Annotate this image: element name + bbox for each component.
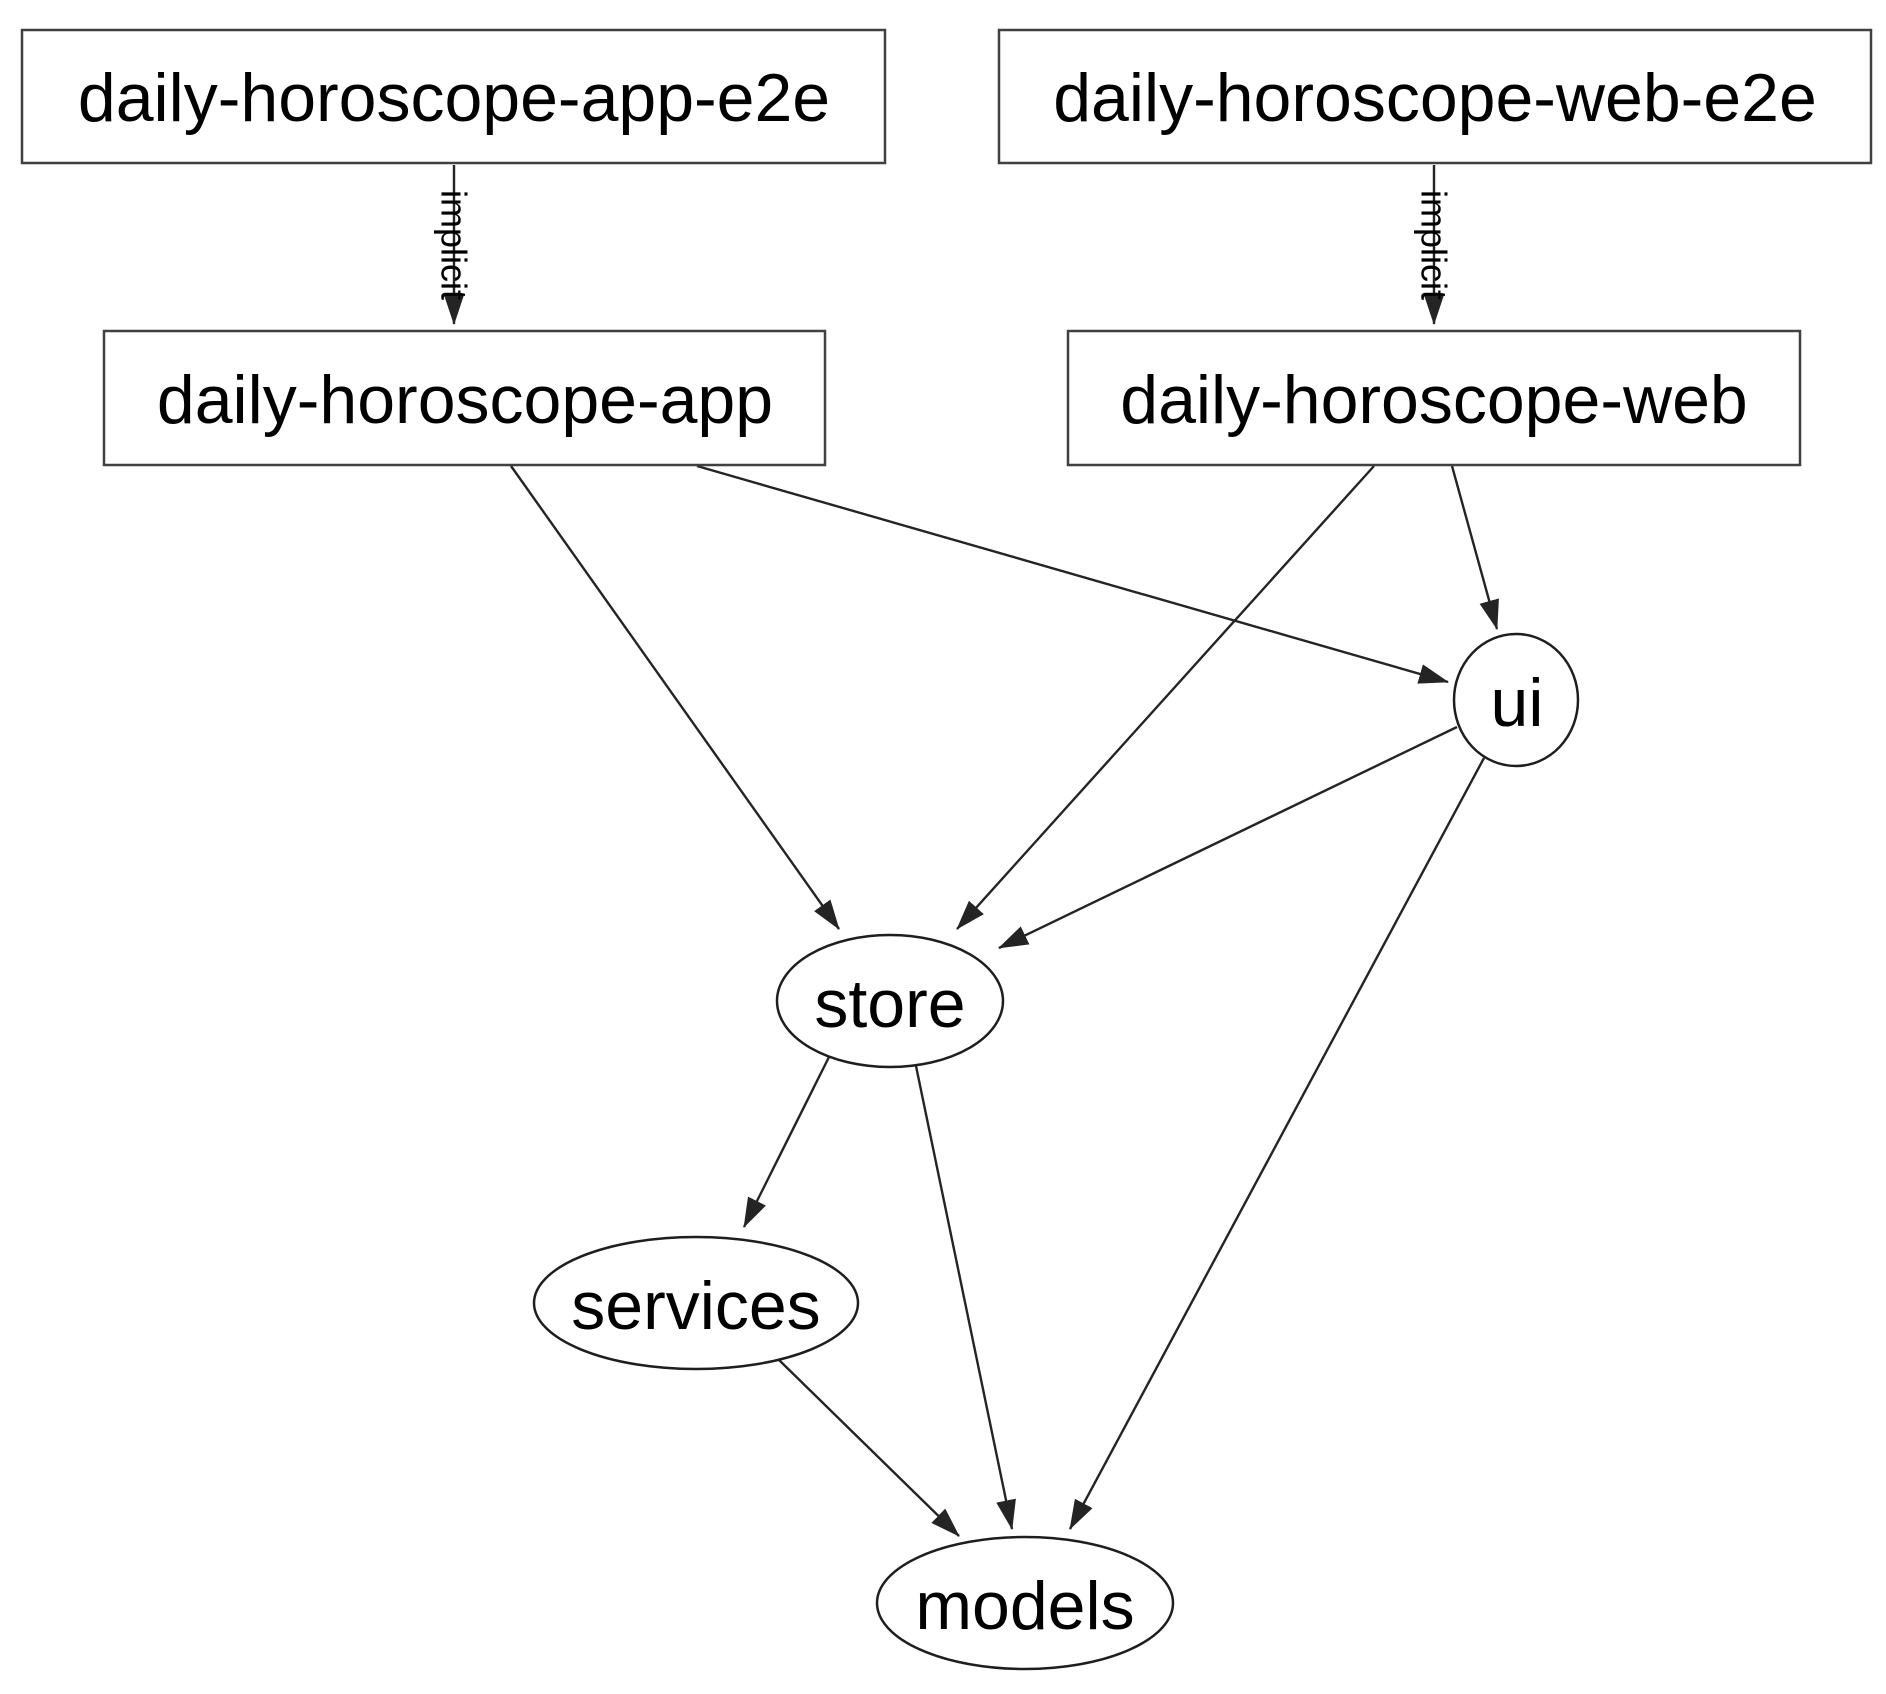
edge-app-to-ui [696,464,1449,684]
edge-ui-to-models [1068,757,1486,1530]
node-app: daily-horoscope-app [102,329,827,467]
node-web-e2e-label: daily-horoscope-web-e2e [1053,60,1817,136]
edge-store-to-services [742,1056,831,1228]
edge-services-to-models [777,1358,960,1537]
node-services: services [532,1235,860,1371]
node-web-label: daily-horoscope-web [1120,362,1747,438]
node-web: daily-horoscope-web [1066,329,1802,467]
node-models: models [875,1535,1175,1671]
node-web-e2e-box [997,28,1873,165]
node-app-e2e: daily-horoscope-app-e2e [20,28,887,165]
node-store-label: store [814,966,965,1042]
edge-web-to-store [956,465,1375,930]
node-models-label: models [915,1568,1134,1644]
node-services-label: services [571,1268,820,1344]
node-models-ellipse [875,1535,1175,1671]
node-ui-ellipse [1452,632,1580,768]
edge-label-implicit-web: implicit [1414,190,1455,300]
edge-ui-to-store [998,725,1458,950]
edge-label-implicit-app: implicit [434,190,475,300]
node-web-e2e: daily-horoscope-web-e2e [997,28,1873,165]
node-app-box [102,329,827,467]
node-ui: ui [1452,632,1580,768]
node-store-ellipse [775,933,1005,1069]
edges [444,165,1499,1537]
edge-store-to-models [914,1065,1016,1530]
node-services-ellipse [532,1235,860,1371]
edge-app-to-store [510,465,840,930]
node-ui-label: ui [1491,665,1544,741]
node-web-box [1066,329,1802,467]
node-store: store [775,933,1005,1069]
edge-web-to-ui [1450,465,1499,630]
node-app-e2e-label: daily-horoscope-app-e2e [78,60,830,136]
node-app-e2e-box [20,28,887,165]
node-app-label: daily-horoscope-app [157,362,773,438]
